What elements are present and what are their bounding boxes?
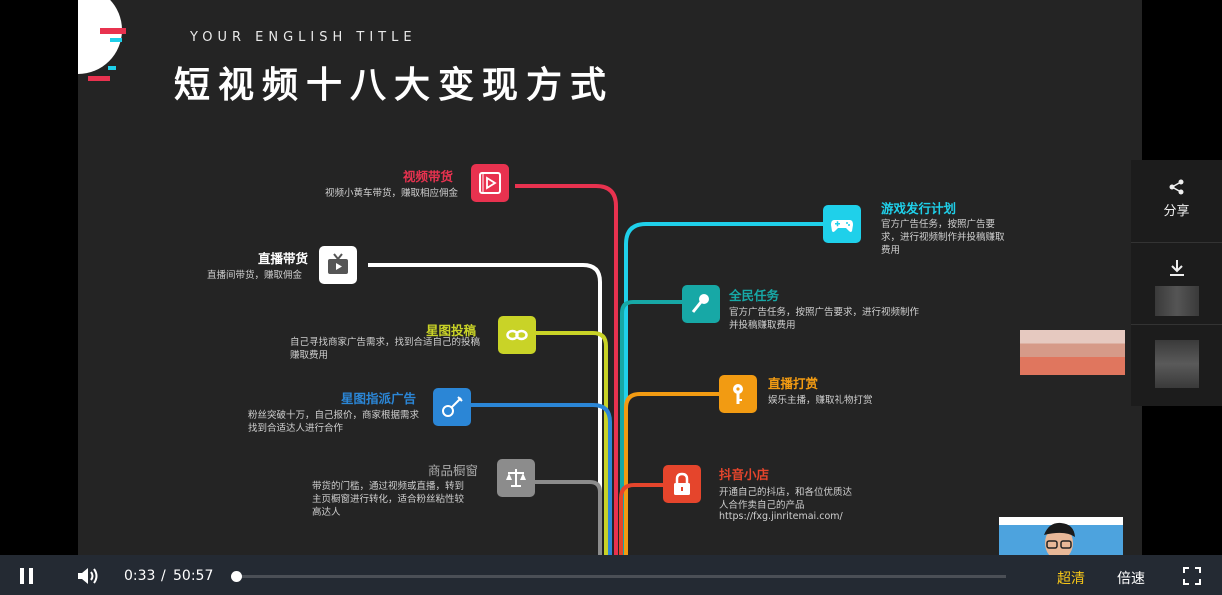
current-time: 0:33: [124, 568, 156, 584]
glitch-logo-icon: [78, 0, 126, 81]
share-label: 分享: [1163, 204, 1190, 219]
fullscreen-icon: [1183, 567, 1201, 585]
guitar-icon: [433, 388, 471, 426]
speaker-icon: [78, 568, 98, 584]
slide-title: 短视频十八大变现方式: [174, 65, 615, 106]
node-label-shop: 抖音小店: [719, 467, 770, 482]
node-desc-quanmin: 官方广告任务，按照广告要求，进行视频制作并投稿赚取费用: [729, 307, 920, 331]
connector-quanmin: [620, 300, 683, 555]
node-desc-video: 视频小黄车带货，赚取相应佣金: [325, 188, 459, 199]
key-icon: [719, 375, 757, 413]
video-frame[interactable]: YOUR ENGLISH TITLE 短视频十八大变现方式 视频带货 视频小黄车…: [78, 0, 1142, 555]
lock-icon: [663, 465, 701, 503]
blurred-label: [1154, 286, 1199, 316]
progress-bar[interactable]: [232, 575, 1006, 578]
share-button[interactable]: 分享: [1131, 178, 1222, 219]
progress-handle[interactable]: [231, 571, 242, 582]
node-label-game: 游戏发行计划: [881, 201, 957, 216]
pause-icon: [20, 568, 33, 584]
volume-button[interactable]: [76, 566, 100, 590]
node-desc-xingtu: 自己寻找商家广告需求，找到合适自己的投稿赚取费用: [290, 337, 481, 361]
connector-xingtu: [536, 331, 608, 555]
node-label-xingtu: 星图投稿: [426, 323, 477, 338]
fullscreen-button[interactable]: [1183, 567, 1201, 589]
time-separator: /: [161, 568, 166, 584]
node-desc-dashang: 娱乐主播，赚取礼物打赏: [768, 395, 873, 406]
node-desc-shop: 开通自己的抖店，和各位优质达人合作卖自己的产品: [719, 487, 853, 511]
microphone-icon: [682, 285, 720, 323]
scales-icon: [497, 459, 535, 497]
tv-icon: [319, 246, 357, 284]
speed-button[interactable]: 倍速: [1117, 571, 1145, 587]
node-url-shop: https://fxg.jinritemai.com/: [719, 511, 843, 522]
gamepad-icon: [823, 205, 861, 243]
node-label-quanmin: 全民任务: [729, 288, 780, 303]
edit-button[interactable]: [1131, 340, 1222, 388]
node-label-dashang: 直播打赏: [768, 376, 819, 391]
side-divider: [1131, 324, 1222, 325]
connector-shop: [619, 483, 665, 555]
infinity-icon: [498, 316, 536, 354]
side-panel: 分享: [1131, 160, 1222, 406]
node-label-assign: 星图指派广告: [341, 391, 417, 406]
node-desc-live: 直播间带货，赚取佣金: [207, 270, 303, 281]
connector-dashang: [624, 392, 721, 555]
share-icon: [1169, 179, 1183, 195]
connector-live: [368, 263, 602, 555]
connector-assign: [470, 403, 612, 555]
slide-subtitle: YOUR ENGLISH TITLE: [190, 30, 417, 45]
download-button[interactable]: [1131, 258, 1222, 316]
blurred-overlay: [1020, 330, 1125, 375]
side-divider: [1131, 242, 1222, 243]
video-film-icon: [471, 164, 509, 202]
node-label-live: 直播带货: [258, 251, 309, 266]
download-icon: [1169, 260, 1184, 276]
quality-button[interactable]: 超清: [1057, 571, 1085, 587]
node-desc-game: 官方广告任务，按照广告要求，进行视频制作并投稿赚取费用: [881, 219, 1005, 256]
node-label-video: 视频带货: [403, 169, 454, 184]
blurred-label: [1154, 340, 1199, 388]
connector-game: [624, 222, 823, 555]
node-desc-window: 带货的门槛，通过视频或直播，转到主页橱窗进行转化，适合粉丝粘性较高达人: [312, 481, 465, 518]
connector-window: [534, 480, 602, 555]
pause-button[interactable]: [19, 567, 35, 589]
node-desc-assign: 粉丝突破十万，自己报价，商家根据需求找到合适达人进行合作: [248, 410, 420, 434]
mindmap-connectors: [368, 184, 823, 555]
node-label-window: 商品橱窗: [428, 463, 479, 478]
duration: 50:57: [173, 568, 214, 584]
connector-video: [515, 184, 618, 555]
